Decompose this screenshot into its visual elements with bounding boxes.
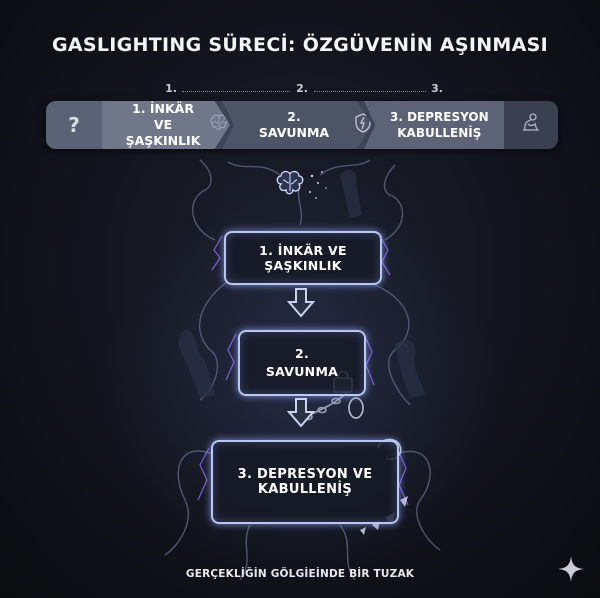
step-number-1: 1. [165, 82, 177, 95]
flow-step-3-label: 3. DEPRESYON VE KABULLENİŞ [237, 467, 373, 497]
progress-bar: ? 1. İNKÄR VE ŞAŞKINLIK 2. SAVUNMA 3. DE… [46, 101, 558, 149]
step-number-3: 3. [431, 82, 443, 95]
progress-step-3: 3. DEPRESYON KABULLENİŞ [364, 101, 504, 149]
progress-step-2: 2. SAVUNMA [222, 101, 372, 149]
dotted-connector-2 [314, 91, 426, 92]
progress-end [504, 101, 558, 149]
flow-step-2-label: SAVUNMA [265, 364, 339, 379]
progress-step-3-line2: KABULLENİŞ [397, 126, 482, 140]
flow-step-1-label: 1. İNKÄR VE ŞAŞKINLIK [259, 243, 347, 273]
shield-icon [354, 113, 372, 137]
dotted-connector-1 [182, 91, 290, 92]
flow-step-1-box: 1. İNKÄR VE ŞAŞKINLIK [224, 231, 382, 285]
silhouettes [178, 169, 425, 398]
progress-step-1: 1. İNKÄR VE ŞAŞKINLIK [102, 101, 230, 149]
sparkle-icon [558, 556, 584, 582]
particles [309, 171, 327, 199]
person-curled-icon [518, 110, 544, 140]
footer-caption: GERÇEKLİĞİN GÖLGİEİNDE BİR TUZAK [185, 568, 415, 580]
progress-start-question: ? [46, 101, 102, 149]
page-title: GASLIGHTING SÜRECİ: ÖZGÜVENİN AŞINMASI [52, 34, 548, 56]
flow-step-3-box: 3. DEPRESYON VE KABULLENİŞ [211, 440, 399, 524]
glowing-brain-icon [276, 170, 304, 195]
flow-step-2-number: 2. [294, 346, 310, 361]
progress-step-2-label: 2. SAVUNMA [258, 109, 330, 140]
electric-wisps [197, 235, 409, 506]
progress-step-1-line1: 1. İNKÄR VE [132, 101, 194, 132]
step-number-2: 2. [296, 82, 308, 95]
progress-step-3-line1: 3. DEPRESYON [390, 110, 489, 124]
progress-step-1-line2: ŞAŞKINLIK [125, 133, 201, 148]
down-arrow-2 [287, 398, 315, 428]
flow-step-2-box: 2. SAVUNMA [238, 330, 366, 396]
down-arrow-1 [287, 288, 315, 318]
